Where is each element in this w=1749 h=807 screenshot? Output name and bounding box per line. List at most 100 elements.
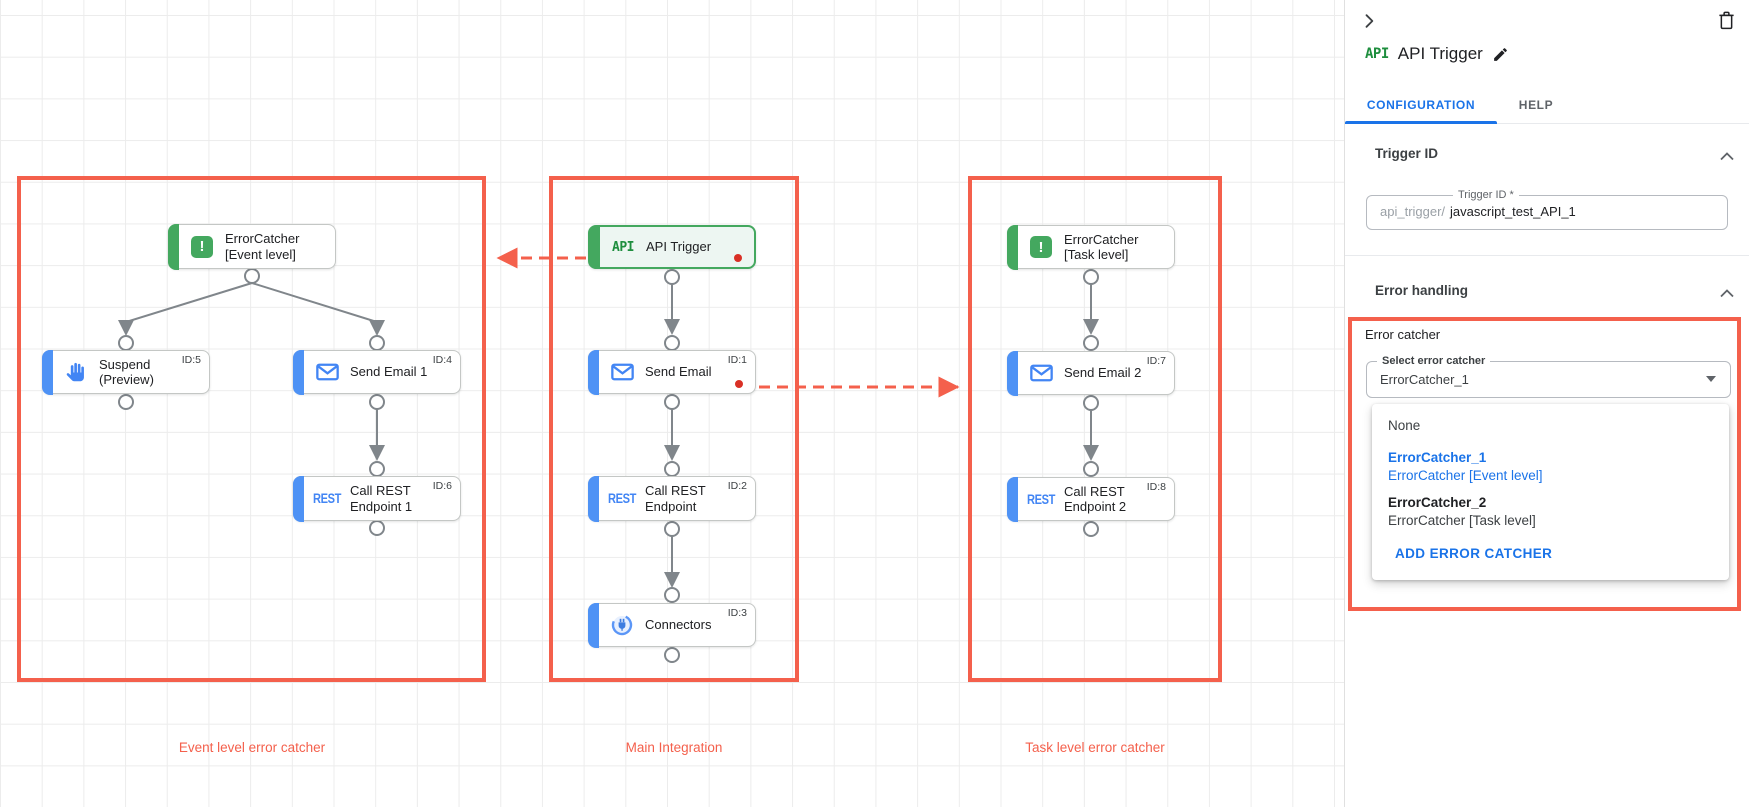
error-catcher-icon: ! [1023,236,1059,258]
edit-title-icon[interactable] [1492,46,1509,63]
trigger-id-field[interactable]: Trigger ID * api_trigger/javascript_test… [1366,189,1728,230]
mail-icon [604,363,640,381]
error-catcher-select-value: ErrorCatcher_1 [1380,372,1469,387]
node-accent [588,225,600,269]
integration-canvas[interactable]: ! ErrorCatcher [Event level] Suspend (Pr… [0,0,1345,807]
node-accent [292,475,304,522]
node-error-catcher-task[interactable]: ! ErrorCatcher [Task level] [1006,224,1175,270]
node-send-email[interactable]: Send Email ID:1 [587,349,756,395]
task-level-region-box [968,176,1222,682]
collapse-error-handling-icon[interactable] [1720,285,1734,298]
error-handling-section-heading: Error handling [1375,283,1469,298]
node-send-email-2[interactable]: Send Email 2 ID:7 [1006,350,1175,396]
node-label: ErrorCatcher [Task level] [1064,231,1139,262]
trigger-id-section-heading: Trigger ID [1375,146,1439,161]
node-label: Call REST Endpoint 2 [1064,483,1127,514]
node-label: Call REST Endpoint 1 [350,483,413,514]
option-detail: ErrorCatcher [Event level] [1388,468,1543,483]
error-indicator-dot [735,380,743,388]
panel-title-row: API API Trigger [1365,44,1509,64]
node-error-catcher-event[interactable]: ! ErrorCatcher [Event level] [167,223,336,270]
rest-icon: REST [1027,491,1055,507]
trigger-id-prefix: api_trigger/ [1380,204,1446,219]
node-api-trigger[interactable]: API API Trigger [588,225,756,269]
node-label: Connectors [645,617,712,633]
section-divider [1345,255,1749,256]
option-name: ErrorCatcher_1 [1388,450,1487,465]
collapse-trigger-id-icon[interactable] [1720,148,1734,161]
menu-option-none[interactable]: None [1388,418,1421,433]
rest-icon: REST [313,491,341,506]
node-accent [41,349,53,395]
node-label: Suspend (Preview) [99,356,154,387]
node-accent [587,475,599,522]
node-id-badge: ID:5 [181,354,201,366]
region-label-main-integration: Main Integration [625,740,723,755]
error-catcher-icon: ! [184,235,220,258]
node-send-email-1[interactable]: Send Email 1 ID:4 [292,349,461,395]
node-label: Send Email 2 [1064,365,1142,381]
event-level-region-box [17,176,486,682]
node-accent [587,602,599,648]
region-label-event-level: Event level error catcher [178,740,326,755]
active-tab-underline [1345,121,1497,124]
node-label: API Trigger [646,239,712,255]
api-trigger-icon: API [1365,46,1389,62]
trigger-id-field-text: api_trigger/javascript_test_API_1 [1380,204,1576,219]
error-catcher-select-label: Select error catcher [1377,355,1491,367]
error-catcher-dropdown-menu: None ErrorCatcher_1 ErrorCatcher [Event … [1372,404,1729,580]
config-side-panel: API API Trigger CONFIGURATION HELP Trigg… [1344,0,1749,807]
rest-icon: REST [608,491,636,506]
error-catcher-group-label: Error catcher [1365,327,1441,342]
tab-help[interactable]: HELP [1497,86,1575,123]
node-label: Call REST Endpoint [645,483,706,514]
add-error-catcher-button[interactable]: ADD ERROR CATCHER [1395,546,1553,561]
node-id-badge: ID:3 [727,607,747,619]
node-accent [167,223,179,270]
trigger-id-value: javascript_test_API_1 [1450,204,1576,219]
option-detail: ErrorCatcher [Task level] [1388,513,1536,528]
mail-icon [309,363,345,381]
node-label: ErrorCatcher [Event level] [225,231,300,262]
node-id-badge: ID:2 [727,480,747,492]
node-accent [292,349,304,395]
node-id-badge: ID:8 [1146,481,1166,493]
node-suspend[interactable]: Suspend (Preview) ID:5 [41,349,210,395]
node-id-badge: ID:1 [727,354,747,366]
node-id-badge: ID:4 [432,354,452,366]
node-call-rest-endpoint-2[interactable]: REST Call REST Endpoint 2 ID:8 [1006,476,1175,522]
node-call-rest-endpoint-1[interactable]: REST Call REST Endpoint 1 ID:6 [292,475,461,522]
panel-tabs: CONFIGURATION HELP [1345,86,1749,124]
collapse-panel-icon[interactable] [1359,11,1381,33]
node-id-badge: ID:7 [1146,355,1166,367]
tab-configuration-label: CONFIGURATION [1366,97,1476,112]
tab-configuration[interactable]: CONFIGURATION [1345,86,1497,124]
error-catcher-select[interactable]: Select error catcher ErrorCatcher_1 [1366,355,1731,398]
node-accent [1006,224,1018,270]
node-accent [587,349,599,395]
error-indicator-dot [734,254,742,262]
node-accent [1006,350,1018,396]
api-icon: API [612,239,634,255]
node-connectors[interactable]: Connectors ID:3 [587,602,756,648]
node-label: Send Email 1 [350,364,428,380]
region-label-task-level: Task level error catcher [1025,740,1165,755]
mail-icon [1023,364,1059,382]
dropdown-arrow-icon [1706,376,1716,382]
trigger-id-field-label: Trigger ID * [1453,189,1519,201]
main-integration-region-box [549,176,799,682]
error-catcher-annotation-box [1348,317,1741,611]
node-accent [1006,476,1018,522]
tab-help-label: HELP [1518,97,1554,112]
node-label: Send Email [645,364,712,380]
hand-icon [58,362,94,383]
node-call-rest-endpoint[interactable]: REST Call REST Endpoint ID:2 [587,475,756,522]
flow-edges [118,247,1099,663]
node-id-badge: ID:6 [432,480,452,492]
delete-trigger-icon[interactable] [1717,10,1739,32]
connector-icon [604,614,640,636]
menu-option-errorcatcher-2[interactable]: ErrorCatcher_2 ErrorCatcher [Task level] [1388,495,1536,528]
menu-option-errorcatcher-1[interactable]: ErrorCatcher_1 ErrorCatcher [Event level… [1388,450,1543,483]
panel-title: API Trigger [1397,44,1483,63]
